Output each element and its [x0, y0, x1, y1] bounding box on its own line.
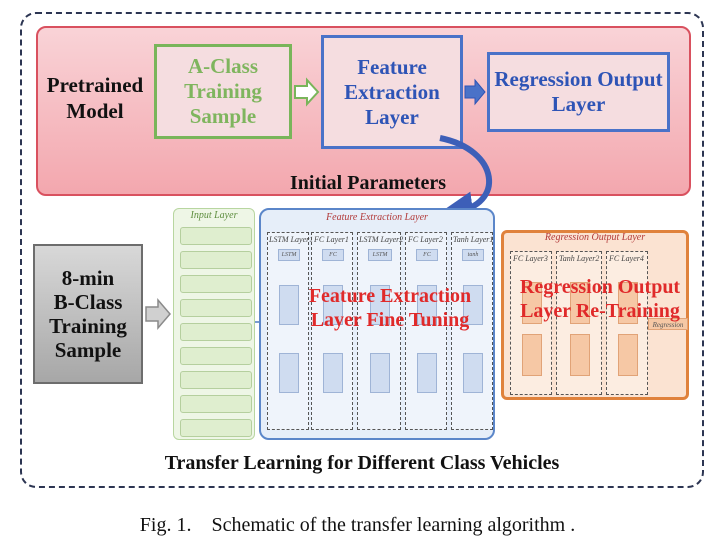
column-top-cell: LSTM [278, 249, 300, 261]
input-row [180, 227, 252, 245]
column-top-cell: LSTM [368, 249, 392, 261]
node-stack [323, 353, 343, 393]
node-stack [323, 285, 343, 325]
node-stack [279, 353, 299, 393]
curved-initial-parameters-arrow [437, 135, 493, 228]
fc-layer3-column: FC Layer3 [510, 251, 552, 395]
input-row [180, 419, 252, 437]
lstm-layer1-column: LSTM Layer1 LSTM [267, 232, 313, 430]
column-top-cell: FC [416, 249, 438, 261]
input-row [180, 347, 252, 365]
feature-extraction-panel: LSTM Layer1 LSTM FC Layer1 FC LSTM Layer… [259, 208, 495, 440]
b-class-line3: Training [49, 314, 127, 338]
fc-layer2-column: FC Layer2 FC [405, 232, 447, 430]
node-stack [370, 353, 390, 393]
arrow-feature-to-regression [464, 78, 486, 106]
column-title: FC Layer1 [314, 235, 349, 244]
a-class-training-sample-label: A-Class Training Sample [184, 54, 262, 128]
column-top-cell: tanh [462, 249, 484, 261]
b-class-line4: Sample [54, 338, 122, 362]
node-stack [370, 285, 390, 325]
figure-caption: Fig. 1. Schematic of the transfer learni… [0, 514, 715, 537]
feature-extraction-fine-tuning-label: Feature Extraction Layer Fine Tuning [308, 285, 472, 331]
column-title: Tanh Layer1 [453, 235, 494, 244]
column-top-cell: FC [322, 249, 344, 261]
column-title: FC Layer2 [408, 235, 443, 244]
feature-extraction-layer-box: Feature Extraction Layer [321, 35, 463, 149]
tanh-layer2-column: Tanh Layer2 [556, 251, 602, 395]
input-layer-title: Input Layer [190, 210, 238, 221]
node-stack [417, 353, 437, 393]
node-stack [279, 285, 299, 325]
node-stack [570, 334, 590, 376]
arrow-b-class-to-input [145, 297, 171, 331]
regression-output-layer-title: Regression Output Layer [544, 232, 646, 243]
node-stack [618, 334, 638, 376]
input-row [180, 323, 252, 341]
b-class-training-sample-box: 8-min B-Class Training Sample [33, 244, 143, 384]
regression-re-training-label: Regression Output Layer Re-Training [519, 276, 681, 322]
fc-layer1-column: FC Layer1 FC [311, 232, 353, 430]
regression-output-layer-box: Regression Output Layer [487, 52, 670, 132]
node-stack [522, 334, 542, 376]
pretrained-model-label: Pretrained Model [46, 73, 144, 123]
input-row [180, 395, 252, 413]
column-title: FC Layer3 [513, 254, 548, 263]
feature-extraction-layer-label: Feature Extraction Layer [344, 54, 440, 129]
figure-caption-text: Fig. 1. Schematic of the transfer learni… [139, 514, 576, 536]
feature-extraction-layer-title: Feature Extraction Layer [326, 212, 428, 223]
lstm-layer2-column: LSTM Layer2 LSTM [357, 232, 404, 430]
arrow-a-to-feature [294, 77, 320, 107]
input-layer-panel [173, 208, 255, 440]
fc-layer4-column: FC Layer4 [606, 251, 648, 395]
column-title: FC Layer4 [609, 254, 644, 263]
column-title: Tanh Layer2 [559, 254, 600, 263]
b-class-line2: B-Class [53, 290, 123, 314]
transfer-learning-title: Transfer Learning for Different Class Ve… [164, 452, 560, 474]
outer-frame [20, 12, 704, 488]
column-title: LSTM Layer2 [359, 235, 404, 244]
node-stack [463, 285, 483, 325]
input-row [180, 275, 252, 293]
tanh-layer1-column: Tanh Layer1 tanh [451, 232, 493, 430]
input-row [180, 299, 252, 317]
initial-parameters-label: Initial Parameters [290, 172, 447, 194]
node-stack [618, 282, 638, 324]
b-class-duration: 8-min [61, 266, 115, 290]
input-row [180, 371, 252, 389]
node-stack [522, 282, 542, 324]
regression-output-panel: FC Layer3 Tanh Layer2 FC Layer4 [501, 230, 689, 400]
input-row [180, 251, 252, 269]
node-stack [570, 282, 590, 324]
regression-output-layer-label: Regression Output Layer [494, 67, 663, 116]
column-title: LSTM Layer1 [269, 235, 314, 244]
node-stack [463, 353, 483, 393]
regression-output-node: Regression [648, 318, 688, 330]
a-class-training-sample-box: A-Class Training Sample [154, 44, 292, 139]
node-stack [417, 285, 437, 325]
